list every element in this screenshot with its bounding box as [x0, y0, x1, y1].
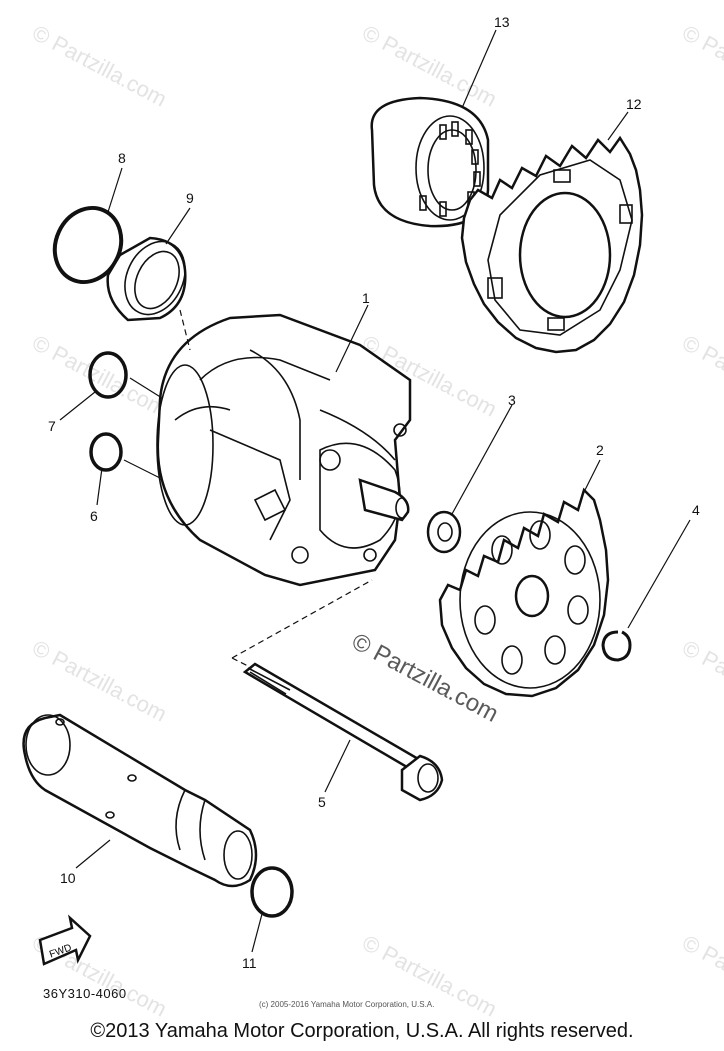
- callout-9: 9: [186, 190, 194, 206]
- o-ring-part-11: [250, 866, 294, 918]
- callout-8: 8: [118, 150, 126, 166]
- callout-7: 7: [48, 418, 56, 434]
- o-ring-part-6: [89, 432, 123, 472]
- callout-11: 11: [242, 955, 257, 971]
- copyright-footer: ©2013 Yamaha Motor Corporation, U.S.A. A…: [90, 1020, 634, 1042]
- bushing-part-9: [106, 236, 187, 322]
- diagram-code: 36Y310-4060: [43, 986, 127, 1001]
- washer-part-3: [426, 510, 462, 554]
- o-ring-part-7: [88, 351, 128, 399]
- leader-lines: [59, 29, 691, 953]
- starter-gear-part-12: [460, 135, 644, 354]
- callout-3: 3: [508, 392, 516, 408]
- callout-12: 12: [626, 96, 642, 112]
- callout-6: 6: [90, 508, 98, 524]
- assembly-line: [179, 309, 191, 351]
- oil-pump-body-part-1: [156, 313, 412, 587]
- small-copyright: (c) 2005-2016 Yamaha Motor Corporation, …: [259, 1000, 435, 1009]
- forward-arrow-icon: FWD: [38, 914, 92, 966]
- assembly-line: [231, 579, 373, 659]
- assembly-line: [231, 657, 253, 669]
- callout-10: 10: [60, 870, 76, 886]
- callout-5: 5: [318, 794, 326, 810]
- drive-gear-part-2: [438, 487, 610, 698]
- shaft-part-10: [22, 713, 258, 888]
- callout-1: 1: [362, 290, 370, 306]
- callout-2: 2: [596, 442, 604, 458]
- bolt-part-5: [242, 662, 444, 802]
- circlip-part-4: [601, 630, 632, 662]
- callout-4: 4: [692, 502, 700, 518]
- callout-13: 13: [494, 14, 510, 30]
